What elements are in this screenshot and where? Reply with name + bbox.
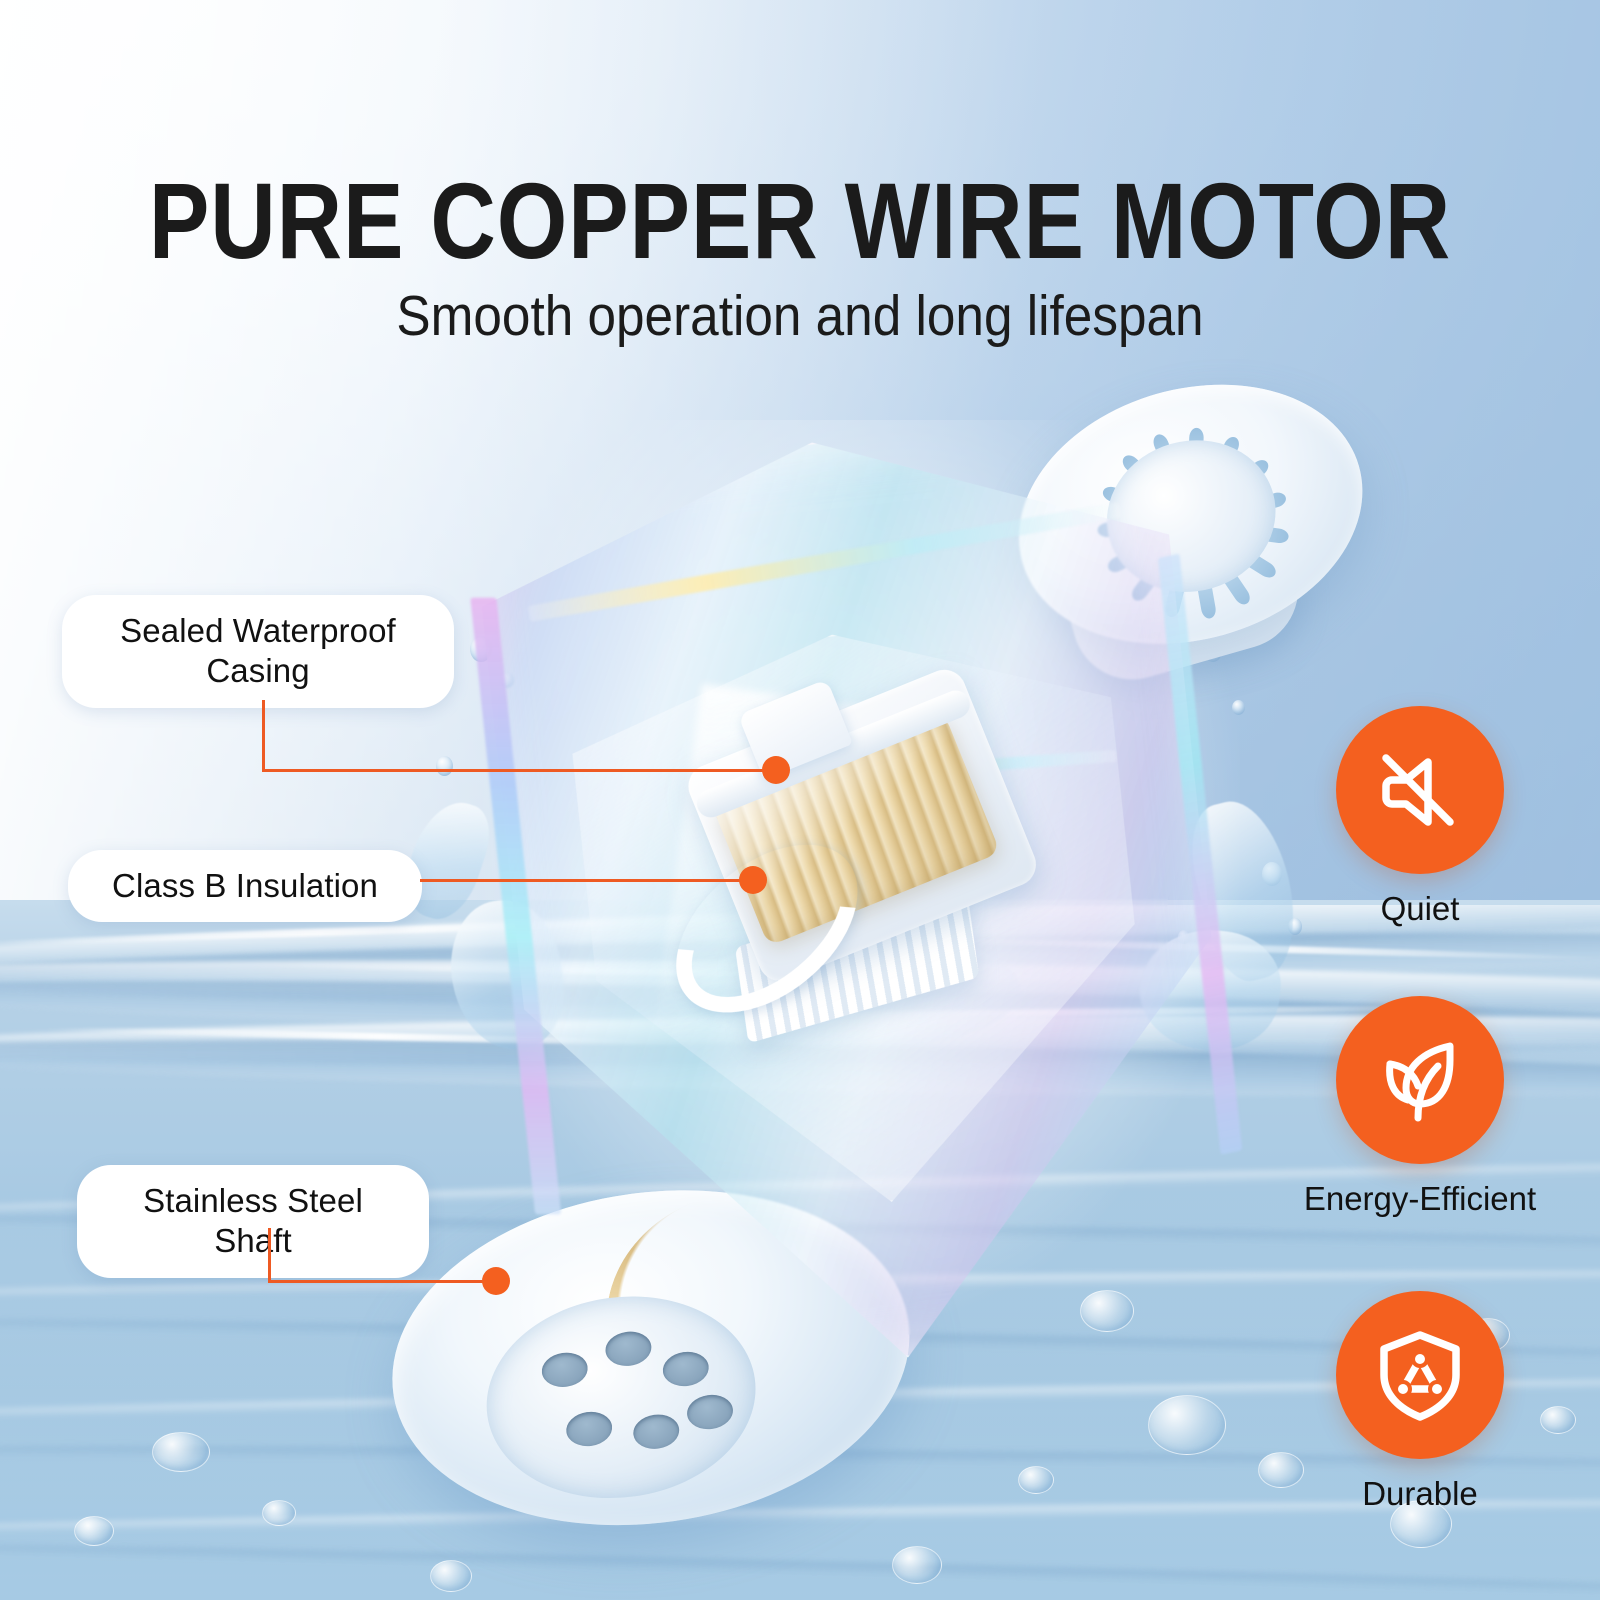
callout-label-sealed-waterproof-casing: Sealed Waterproof Casing	[62, 595, 454, 708]
feature-icon-circle-quiet	[1336, 706, 1504, 874]
callout-label-stainless-steel-shaft: Stainless Steel Shaft	[77, 1165, 429, 1278]
feature-durable[interactable]: Durable	[1290, 1291, 1550, 1513]
callout-stainless-steel-shaft[interactable]: Stainless Steel Shaft	[77, 1165, 429, 1278]
callout-label-class-b-insulation: Class B Insulation	[68, 850, 422, 923]
page-title: PURE COPPER WIRE MOTOR	[148, 160, 1452, 281]
leaf-sprout-icon	[1386, 1042, 1454, 1122]
shield-triangle-icon	[1380, 1331, 1460, 1421]
feature-label-durable: Durable	[1362, 1475, 1478, 1512]
feature-label-energy-efficient: Energy-Efficient	[1303, 1180, 1537, 1217]
page-subtitle: Smooth operation and long lifespan	[396, 284, 1204, 348]
feature-energy-efficient[interactable]: Energy-Efficient	[1290, 996, 1550, 1218]
feature-icon-circle-durable	[1336, 1291, 1504, 1459]
feature-label-quiet: Quiet	[1380, 890, 1460, 927]
feature-quiet[interactable]: Quiet	[1290, 706, 1550, 928]
product-image-submersible-pump-motor	[300, 345, 1400, 1567]
callout-class-b-insulation[interactable]: Class B Insulation	[68, 850, 422, 923]
feature-icon-circle-energy-efficient	[1336, 996, 1504, 1164]
callout-sealed-waterproof-casing[interactable]: Sealed Waterproof Casing	[62, 595, 454, 708]
muted-speaker-icon	[1382, 754, 1454, 826]
